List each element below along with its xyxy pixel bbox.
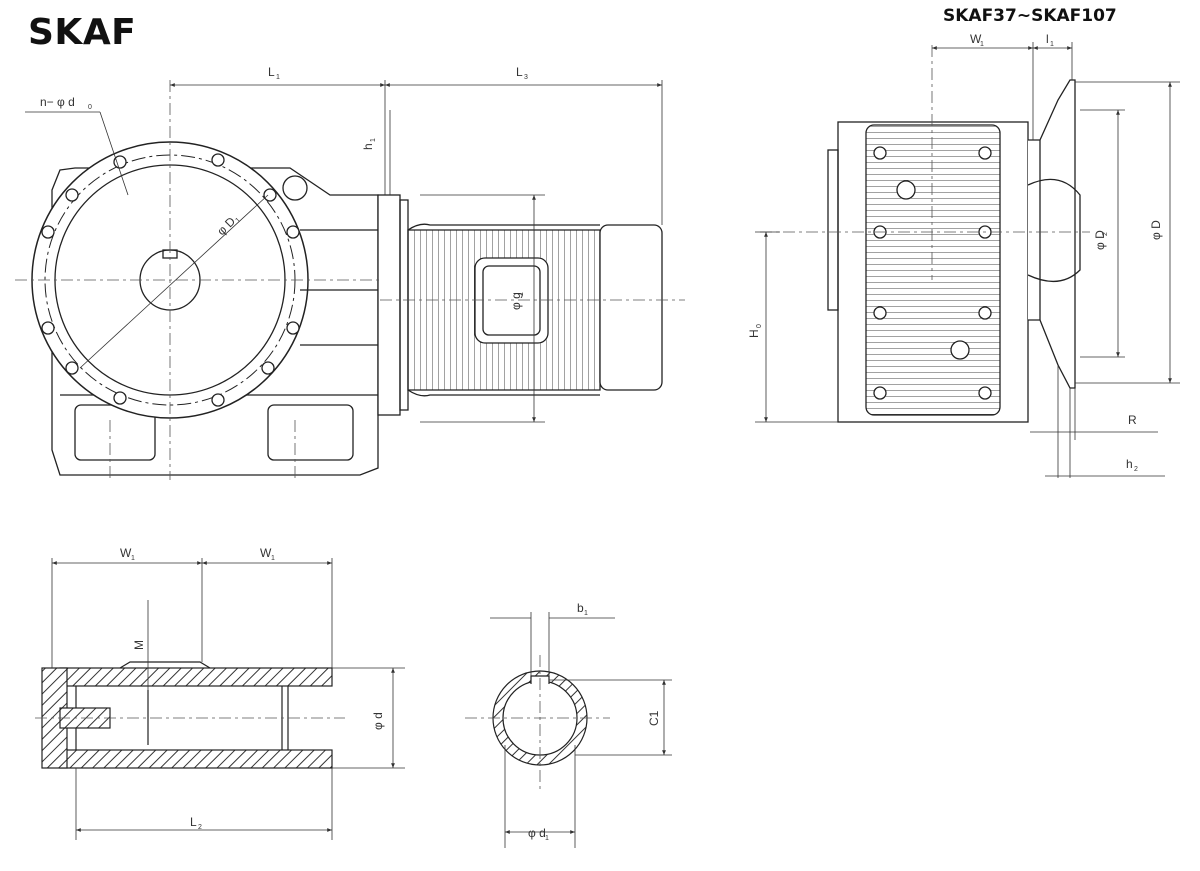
label-h2: h bbox=[1126, 457, 1133, 471]
front-view bbox=[31, 141, 663, 476]
svg-text:1: 1 bbox=[1050, 41, 1054, 48]
page-title: SKAF bbox=[28, 12, 137, 53]
label-g1: φ g bbox=[509, 292, 523, 310]
front-centerlines bbox=[15, 80, 685, 480]
motor-adapter bbox=[377, 194, 401, 416]
front-dimensions bbox=[25, 80, 663, 423]
svg-text:0: 0 bbox=[88, 104, 92, 111]
svg-text:1: 1 bbox=[980, 41, 984, 48]
svg-text:2: 2 bbox=[198, 824, 202, 831]
shaft-upper-wall bbox=[59, 667, 333, 687]
svg-text:1: 1 bbox=[131, 555, 135, 562]
svg-text:1: 1 bbox=[276, 74, 280, 81]
label-h1: h bbox=[361, 143, 375, 150]
label-L3: L bbox=[516, 65, 523, 79]
label-W1-a: W bbox=[120, 546, 132, 560]
label-n-d0: n− φ d bbox=[40, 95, 75, 109]
shaft-dimensions bbox=[51, 558, 405, 840]
side-flange bbox=[1028, 79, 1076, 389]
svg-text:1: 1 bbox=[518, 292, 525, 296]
flange-bolt-holes bbox=[41, 153, 300, 407]
svg-text:1: 1 bbox=[545, 835, 549, 842]
side-view bbox=[827, 79, 1081, 423]
cross-dimensions bbox=[490, 612, 672, 848]
svg-text:1: 1 bbox=[234, 217, 242, 225]
cross-labels: b 1 C1 φ d 1 bbox=[528, 601, 661, 842]
fan-cover bbox=[599, 224, 663, 391]
label-C1: C1 bbox=[647, 710, 661, 726]
shaft-labels: W 1 W 1 M φ d L 2 bbox=[120, 546, 385, 831]
housing-foot-right bbox=[267, 404, 354, 461]
svg-text:1: 1 bbox=[370, 138, 377, 142]
model-range-title: SKAF37~SKAF107 bbox=[943, 6, 1117, 26]
cross-centerlines bbox=[465, 655, 610, 790]
svg-text:1: 1 bbox=[584, 610, 588, 617]
label-M: M bbox=[132, 640, 146, 650]
svg-text:2: 2 bbox=[1102, 232, 1109, 236]
svg-text:1: 1 bbox=[271, 555, 275, 562]
side-labels: W 1 l 1 φ D 2 φ D H 0 R h 2 bbox=[747, 32, 1163, 473]
label-W1-b: W bbox=[260, 546, 272, 560]
label-H0: H bbox=[747, 329, 761, 338]
label-W1-top: W bbox=[970, 32, 982, 46]
label-l1: l bbox=[1046, 32, 1049, 46]
label-b1: b bbox=[577, 601, 584, 615]
side-dimensions bbox=[755, 42, 1180, 478]
label-R: R bbox=[1128, 413, 1137, 427]
svg-text:3: 3 bbox=[524, 74, 528, 81]
label-D2: φ D bbox=[1093, 230, 1107, 250]
side-centerlines bbox=[760, 45, 1090, 280]
label-L2: L bbox=[190, 815, 197, 829]
label-d: φ d bbox=[371, 712, 385, 730]
svg-text:0: 0 bbox=[756, 324, 763, 328]
label-L1: L bbox=[268, 65, 275, 79]
label-d1: φ d bbox=[528, 826, 546, 840]
label-D: φ D bbox=[1149, 220, 1163, 240]
shaft-section bbox=[41, 661, 333, 769]
shaft-lower-wall bbox=[59, 749, 333, 769]
side-inner-panel bbox=[865, 124, 1001, 416]
front-labels: n− φ d 0 L 1 L 3 h 1 φ D 1 φ g 1 bbox=[40, 65, 528, 310]
svg-text:2: 2 bbox=[1134, 466, 1138, 473]
